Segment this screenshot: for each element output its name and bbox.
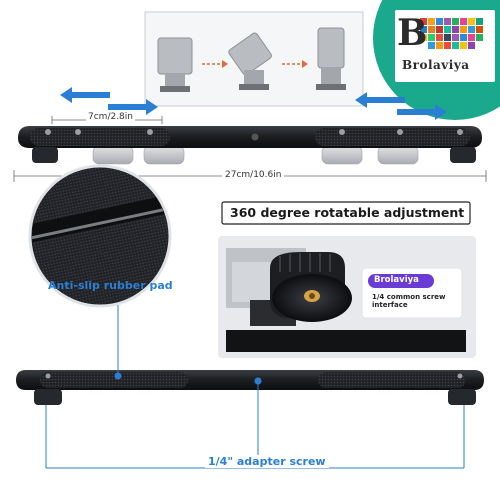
brand-badge [373, 0, 500, 120]
rubber-pad-zoom [28, 164, 172, 308]
adapter-screw-label: 1/4" adapter screw [205, 455, 329, 468]
inset-card-brand: Brolaviya [374, 275, 419, 285]
brand-initial: B [397, 12, 428, 54]
phone-clamp-upright [157, 37, 193, 92]
screw-interface-photo [218, 236, 476, 358]
phone-clamp-rotated [316, 27, 346, 90]
brand-mosaic-icon [420, 18, 483, 49]
spacing-label: 7cm/2.8in [86, 112, 135, 122]
rotation-title: 360 degree rotatable adjustment [230, 205, 465, 220]
anti-slip-label: Anti-slip rubber pad [48, 279, 173, 292]
inset-card-caption: 1/4 common screw interface [372, 293, 446, 309]
total-length-label: 27cm/10.6in [222, 170, 285, 180]
callout-lines [45, 305, 465, 469]
top-bracket-bar [18, 126, 482, 165]
slide-arrows-right [355, 92, 447, 120]
brand-name: Brolaviya [402, 58, 470, 72]
slide-arrows-left [60, 87, 158, 115]
rotation-demo-panel [144, 11, 364, 107]
phone-clamp-tilted [228, 32, 272, 76]
bottom-bracket-bar [16, 370, 484, 405]
